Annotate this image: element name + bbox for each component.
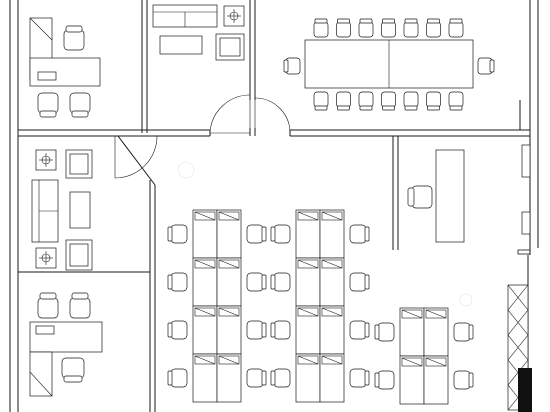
end-chair bbox=[477, 57, 495, 75]
task-chair bbox=[167, 368, 188, 388]
task-chair bbox=[246, 224, 267, 244]
desk-chair bbox=[63, 25, 85, 51]
workstation-desk bbox=[319, 353, 345, 403]
task-chair bbox=[270, 272, 291, 292]
armchair bbox=[65, 239, 93, 271]
storage-shelf bbox=[507, 284, 532, 412]
lounge-top bbox=[152, 4, 245, 61]
meeting-chair bbox=[358, 91, 374, 111]
meeting-chair bbox=[313, 91, 329, 111]
meeting-chair bbox=[358, 18, 374, 38]
desk-chair bbox=[61, 357, 85, 383]
task-chair bbox=[167, 272, 188, 292]
chair-row-top bbox=[313, 18, 464, 38]
interior-walls bbox=[18, 0, 530, 412]
visitor-chair bbox=[37, 292, 59, 319]
reception-chair bbox=[407, 185, 433, 209]
meeting-chair bbox=[448, 91, 464, 111]
task-chair bbox=[246, 320, 267, 340]
meeting-chair bbox=[336, 18, 351, 38]
task-chair bbox=[246, 368, 267, 388]
task-chair bbox=[167, 320, 188, 340]
workstation-desk bbox=[319, 209, 345, 259]
visitor-chair bbox=[69, 92, 91, 118]
l-shaped-desk bbox=[29, 321, 103, 353]
workstation-desk bbox=[319, 257, 345, 307]
workstation-desk bbox=[192, 257, 218, 307]
workstation-desk bbox=[399, 355, 425, 405]
workstation-desk bbox=[295, 305, 321, 355]
end-chair bbox=[283, 57, 301, 75]
meeting-chair bbox=[403, 18, 419, 38]
watermark bbox=[177, 161, 473, 307]
meeting-room bbox=[283, 18, 495, 111]
task-chair bbox=[167, 224, 188, 244]
task-chair bbox=[270, 368, 291, 388]
meeting-chair bbox=[381, 18, 396, 38]
cabinet bbox=[29, 351, 53, 397]
office-bottom-left bbox=[29, 292, 103, 397]
workstation-desk bbox=[216, 257, 242, 307]
meeting-chair bbox=[313, 18, 329, 38]
sofa bbox=[31, 179, 59, 243]
workstation-desk bbox=[399, 307, 425, 357]
side-table-lamp bbox=[35, 247, 57, 269]
sofa bbox=[152, 4, 218, 28]
meeting-chair bbox=[448, 18, 464, 38]
workstation-desk bbox=[295, 257, 321, 307]
task-chair bbox=[270, 224, 291, 244]
column bbox=[518, 368, 532, 412]
door-meeting-room-right[interactable] bbox=[254, 97, 291, 134]
workstation-desk bbox=[192, 209, 218, 259]
workstation-desk bbox=[192, 353, 218, 403]
workstation-desk bbox=[423, 355, 449, 405]
side-table-lamp bbox=[35, 149, 57, 171]
workstation-desk bbox=[192, 305, 218, 355]
door-meeting-room[interactable] bbox=[209, 94, 251, 134]
task-chair bbox=[453, 370, 474, 390]
meeting-chair bbox=[426, 91, 441, 111]
armchair bbox=[65, 149, 93, 179]
workstation-desk bbox=[423, 307, 449, 357]
task-chair bbox=[453, 322, 474, 342]
window-frame bbox=[521, 211, 531, 235]
workstation-desk bbox=[216, 305, 242, 355]
open-workspace bbox=[167, 209, 474, 405]
task-chair bbox=[374, 370, 395, 390]
reception-counter bbox=[435, 149, 465, 243]
task-chair bbox=[374, 322, 395, 342]
workstation-desk bbox=[295, 353, 321, 403]
workstation-desk bbox=[319, 305, 345, 355]
office-top-left bbox=[29, 17, 101, 118]
keyboard bbox=[37, 71, 57, 81]
window-frame bbox=[521, 144, 531, 178]
task-chair bbox=[246, 272, 267, 292]
keyboard bbox=[35, 325, 55, 335]
meeting-chair bbox=[336, 91, 351, 111]
workstation-desk bbox=[216, 353, 242, 403]
meeting-chair bbox=[381, 91, 396, 111]
coffee-table bbox=[69, 191, 91, 229]
workstation-desk bbox=[216, 209, 242, 259]
task-chair bbox=[349, 368, 370, 388]
task-chair bbox=[270, 320, 291, 340]
reception bbox=[407, 144, 531, 243]
door-lounge-left[interactable] bbox=[114, 135, 158, 186]
armchair bbox=[215, 33, 245, 61]
lounge-left bbox=[31, 149, 93, 271]
task-chair bbox=[349, 272, 370, 292]
chair-row-bottom bbox=[313, 91, 464, 111]
coffee-table bbox=[159, 35, 203, 55]
task-chair bbox=[349, 224, 370, 244]
meeting-chair bbox=[426, 18, 441, 38]
visitor-chair bbox=[69, 292, 91, 319]
meeting-chair bbox=[403, 91, 419, 111]
task-chair bbox=[349, 320, 370, 340]
visitor-chair bbox=[37, 92, 59, 118]
side-table-lamp bbox=[223, 5, 245, 27]
workstation-desk bbox=[295, 209, 321, 259]
